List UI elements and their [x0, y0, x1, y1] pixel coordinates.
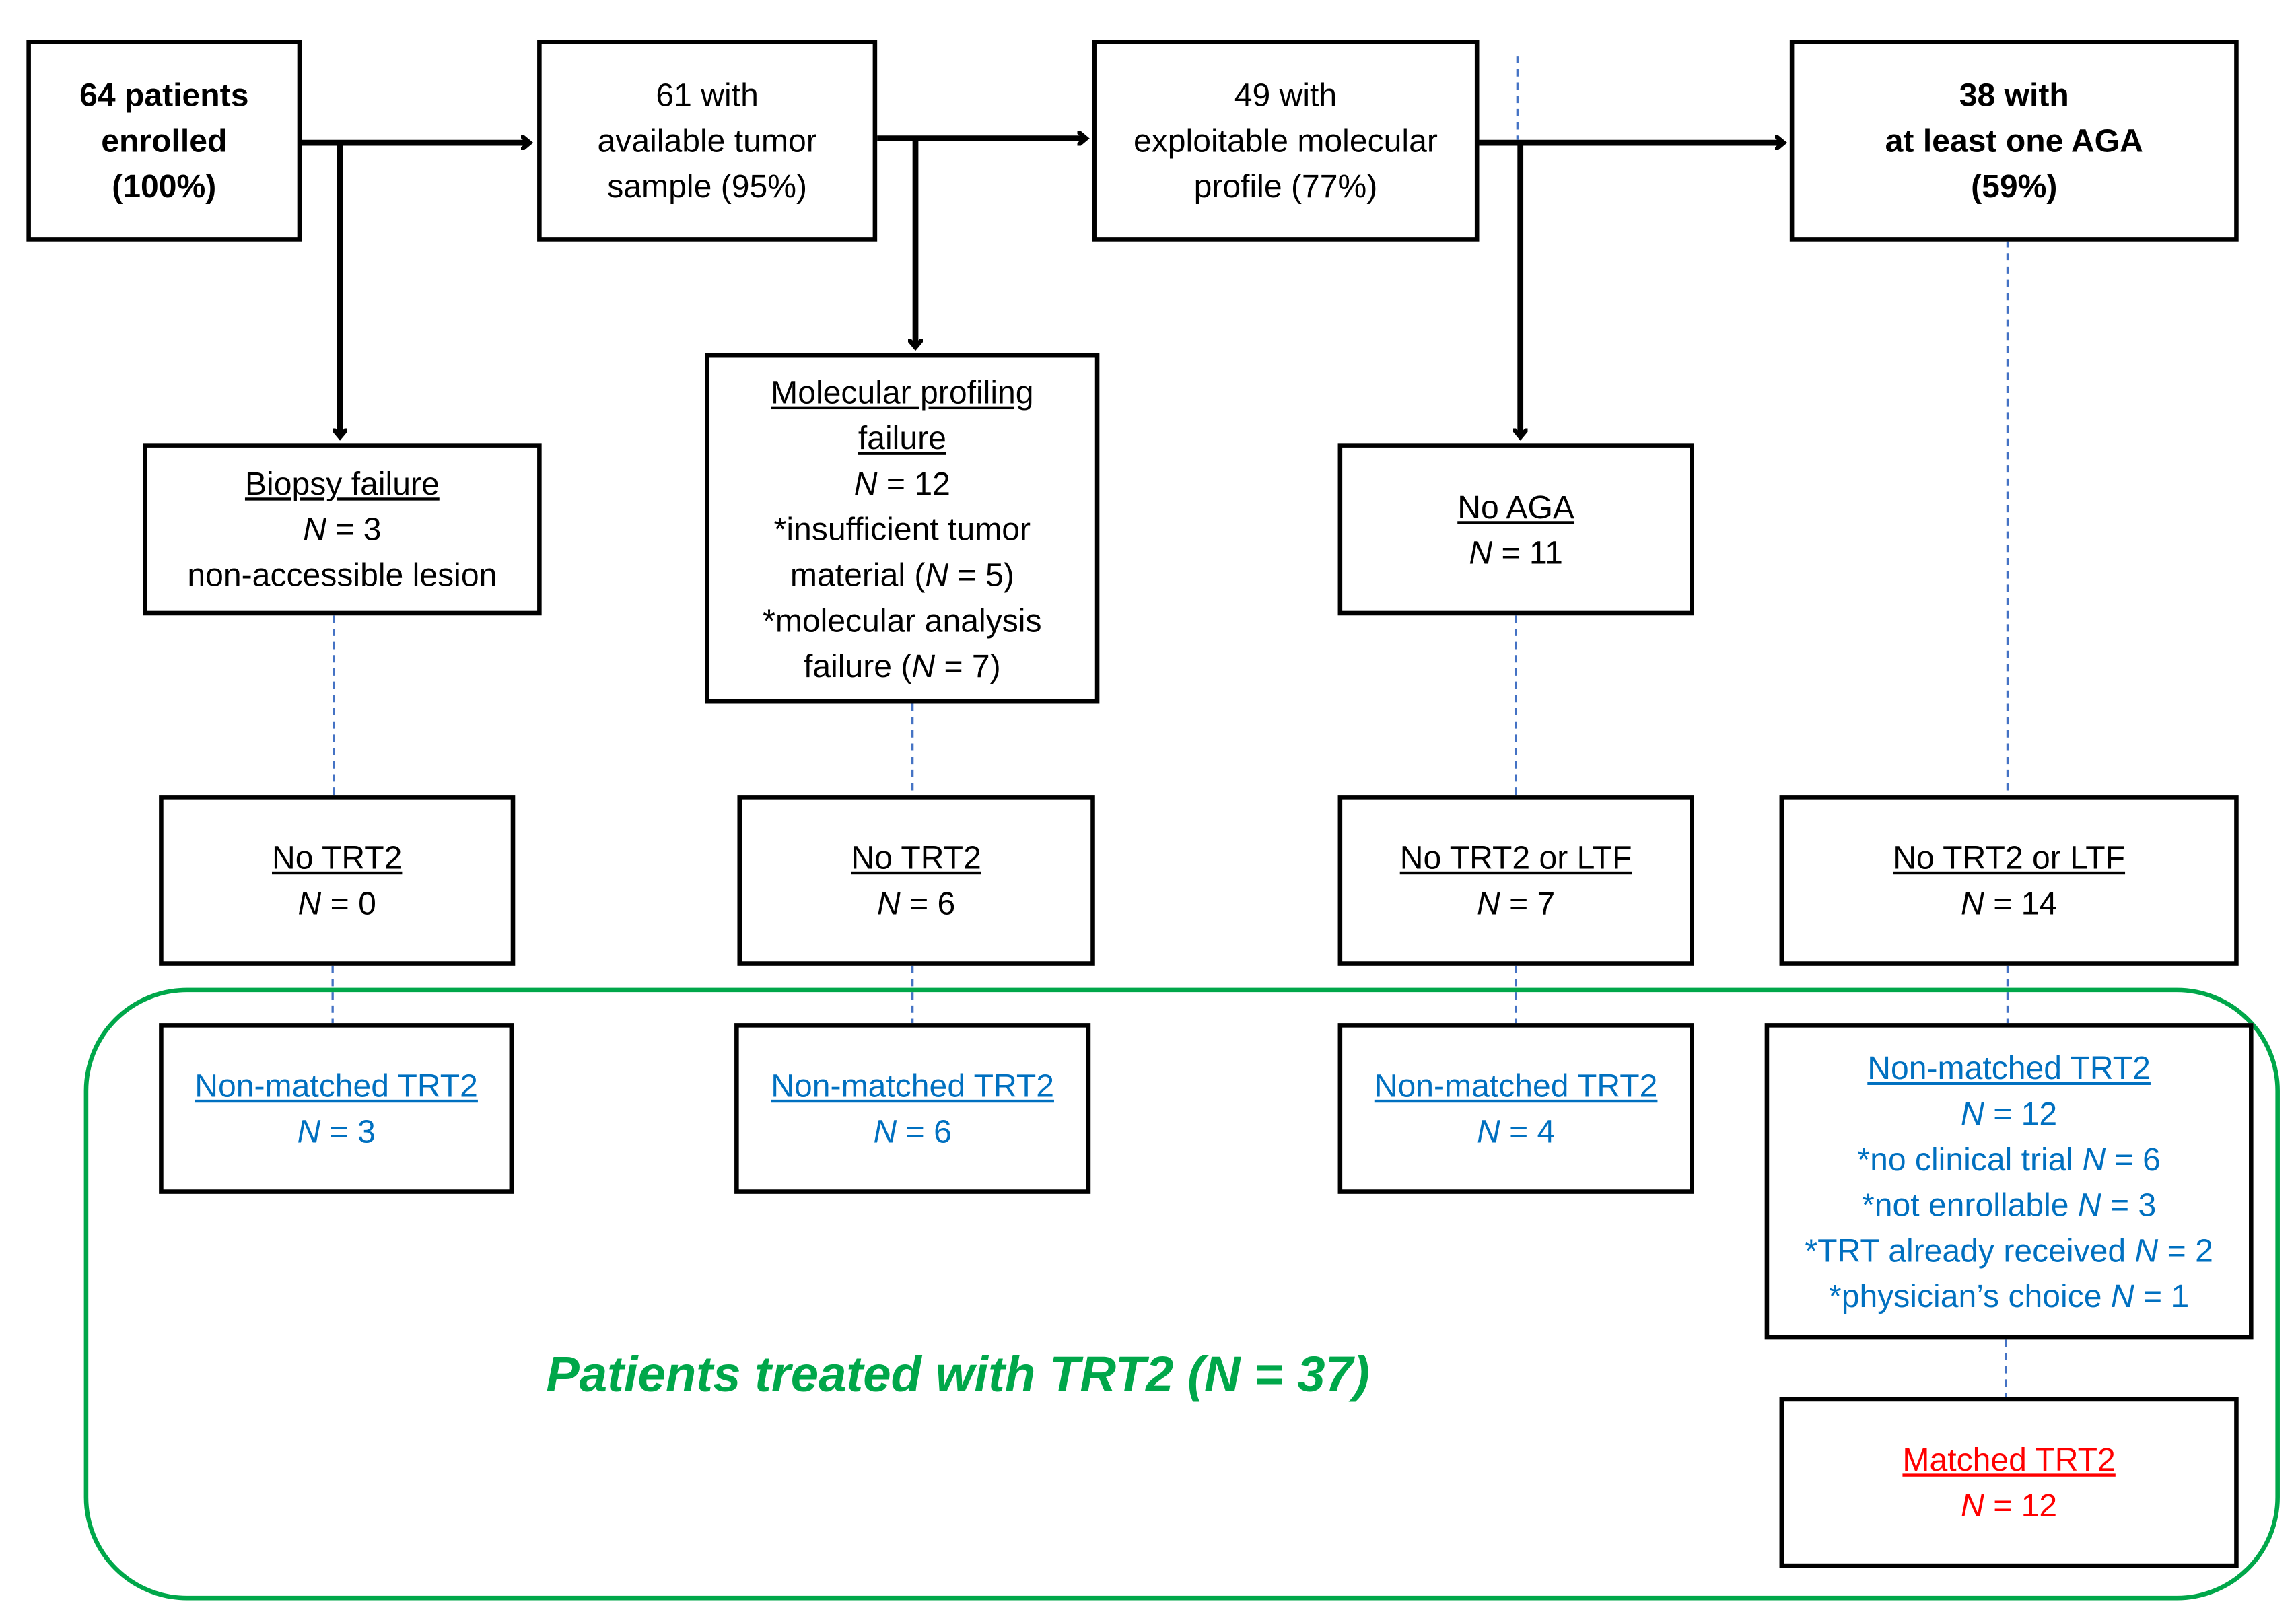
- biopsy-failure-title: Biopsy failure: [244, 465, 440, 502]
- tumor-sample-line-1: 61 with: [656, 76, 759, 114]
- non-matched-title: Non-matched TRT2: [1867, 1049, 2151, 1086]
- no-trt2-box-2: No TRT2 N = 6: [737, 795, 1095, 966]
- enrolled-box: 64 patients enrolled (100%): [26, 40, 302, 242]
- matched-trt2-title: Matched TRT2: [1902, 1441, 2116, 1478]
- biopsy-failure-count: N = 3: [303, 510, 382, 548]
- enrolled-line-2: enrolled: [101, 122, 228, 160]
- no-trt2-count: N = 6: [876, 884, 956, 922]
- non-matched-title: Non-matched TRT2: [1374, 1067, 1658, 1105]
- no-trt2-count: N = 0: [298, 884, 376, 922]
- no-trt2-box-3: No TRT2 or LTF N = 7: [1337, 795, 1694, 966]
- molecular-failure-box: Molecular profiling failure N = 12 *insu…: [705, 353, 1100, 704]
- treated-group-border: [83, 987, 2280, 1601]
- no-trt2-title: No TRT2 or LTF: [1893, 839, 2126, 876]
- non-matched-title: Non-matched TRT2: [195, 1067, 478, 1105]
- non-matched-reason: *physician’s choice N = 1: [1828, 1277, 2190, 1315]
- non-matched-box-2: Non-matched TRT2 N = 6: [734, 1023, 1091, 1194]
- non-matched-reason: *no clinical trial N = 6: [1857, 1140, 2161, 1177]
- molecular-failure-reason-1: *insufficient tumor: [773, 510, 1031, 547]
- no-aga-count: N = 11: [1469, 533, 1563, 571]
- matched-trt2-box: Matched TRT2 N = 12: [1779, 1397, 2239, 1568]
- non-matched-title: Non-matched TRT2: [771, 1067, 1054, 1105]
- non-matched-count: N = 3: [297, 1113, 376, 1150]
- non-matched-reason: *not enrollable N = 3: [1861, 1185, 2157, 1223]
- non-matched-reason: *TRT already received N = 2: [1805, 1231, 2213, 1269]
- no-aga-box: No AGA N = 11: [1337, 443, 1694, 616]
- aga-line-2: at least one AGA: [1885, 122, 2143, 160]
- aga-line-1: 38 with: [1959, 76, 2069, 114]
- non-matched-box-3: Non-matched TRT2 N = 4: [1337, 1023, 1694, 1194]
- tumor-sample-box: 61 with available tumor sample (95%): [537, 40, 878, 242]
- no-trt2-count: N = 7: [1476, 884, 1556, 922]
- no-trt2-box-4: No TRT2 or LTF N = 14: [1779, 795, 2239, 966]
- molecular-profile-line-1: 49 with: [1234, 76, 1337, 114]
- tumor-sample-line-3: sample (95%): [607, 168, 808, 205]
- molecular-failure-title-1: Molecular profiling: [771, 373, 1034, 411]
- molecular-failure-reason-2-count: failure (N = 7): [803, 647, 1001, 684]
- molecular-failure-reason-1-count: material (N = 5): [790, 555, 1014, 593]
- enrolled-line-3: (100%): [112, 168, 217, 205]
- non-matched-count: N = 6: [873, 1113, 952, 1150]
- no-aga-title: No AGA: [1457, 488, 1575, 525]
- molecular-failure-reason-2: *molecular analysis: [763, 601, 1042, 639]
- matched-trt2-count: N = 12: [1961, 1487, 2058, 1524]
- aga-box: 38 with at least one AGA (59%): [1789, 40, 2239, 242]
- aga-line-3: (59%): [1971, 168, 2058, 205]
- no-trt2-title: No TRT2 or LTF: [1399, 839, 1632, 876]
- non-matched-box-1: Non-matched TRT2 N = 3: [159, 1023, 514, 1194]
- molecular-failure-title-2: failure: [858, 419, 946, 456]
- non-matched-box-4: Non-matched TRT2 N = 12 *no clinical tri…: [1764, 1023, 2254, 1340]
- no-trt2-title: No TRT2: [851, 839, 981, 876]
- biopsy-failure-detail: non-accessible lesion: [187, 556, 497, 594]
- no-trt2-box-1: No TRT2 N = 0: [159, 795, 516, 966]
- molecular-profile-line-2: exploitable molecular: [1133, 122, 1438, 160]
- enrolled-line-1: 64 patients: [79, 76, 249, 114]
- no-trt2-count: N = 14: [1961, 884, 2058, 922]
- no-trt2-title: No TRT2: [271, 839, 403, 876]
- molecular-failure-count: N = 12: [854, 464, 950, 501]
- non-matched-count: N = 12: [1961, 1094, 2058, 1131]
- non-matched-count: N = 4: [1476, 1113, 1556, 1150]
- molecular-profile-box: 49 with exploitable molecular profile (7…: [1092, 40, 1480, 242]
- treated-group-label: Patients treated with TRT2 (N = 37): [546, 1347, 1370, 1403]
- molecular-profile-line-3: profile (77%): [1193, 168, 1378, 205]
- tumor-sample-line-2: available tumor: [597, 122, 817, 160]
- biopsy-failure-box: Biopsy failure N = 3 non-accessible lesi…: [143, 443, 542, 616]
